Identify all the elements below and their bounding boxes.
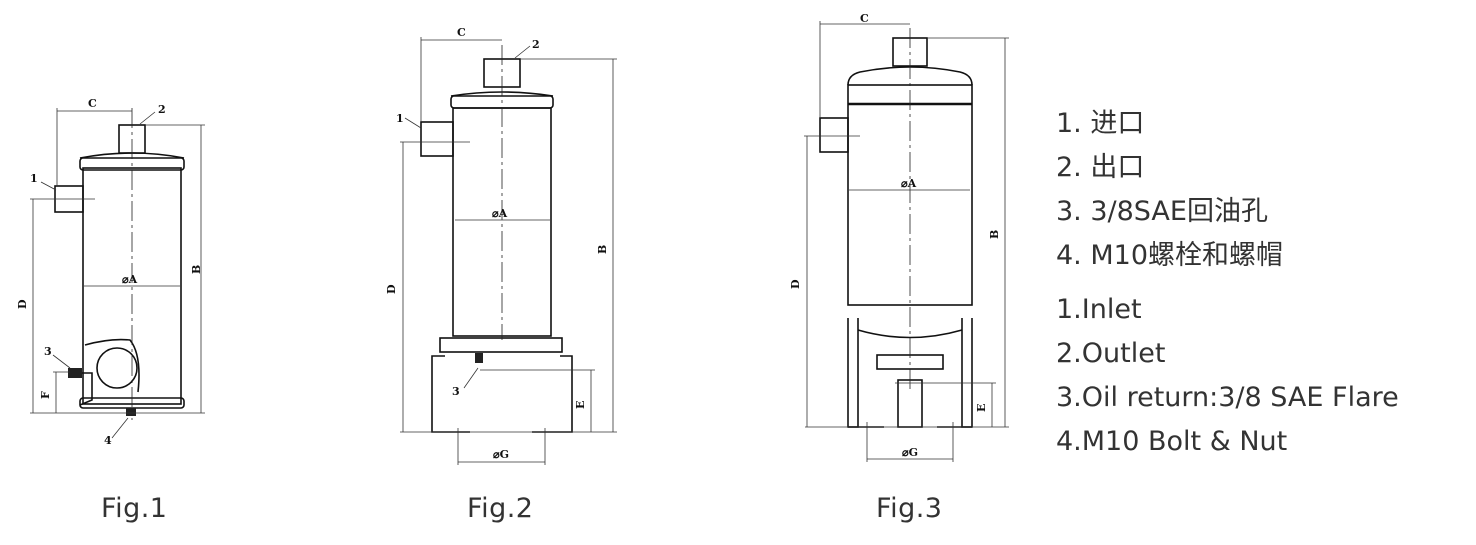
fig2-caption: Fig.2 (467, 493, 534, 524)
fig3-label-b: B (988, 230, 1001, 239)
fig3-label-e: E (975, 404, 988, 412)
fig3-inlet-pipe (819, 117, 849, 153)
fig2-flange (439, 337, 563, 353)
fig2-oil-return-port (475, 353, 483, 363)
legend-chinese: 1. 进口 2. 出口 3. 3/8SAE回油孔 4. M10螺栓和螺帽 (1056, 102, 1283, 278)
fig1-label-d: D (16, 299, 29, 309)
fig1-label-f: F (39, 391, 52, 399)
fig2-label-1: 1 (396, 112, 404, 125)
fig3-label-c: C (860, 12, 869, 25)
fig1-label-1: 1 (30, 172, 38, 185)
fig1-caption: Fig.1 (101, 493, 168, 524)
fig3-label-a: ⌀A (901, 177, 917, 190)
fig3-bottom-dome (857, 329, 963, 339)
fig3-label-g: ⌀G (902, 446, 918, 459)
fig1-label-c: C (88, 97, 97, 110)
fig2-label-2: 2 (532, 38, 540, 51)
legend-cn-item-3: 3. 3/8SAE回油孔 (1056, 196, 1268, 227)
fig1-label-a: ⌀A (122, 273, 138, 286)
legend-cn-item-1: 1. 进口 (1056, 108, 1145, 139)
fig1-bracket (84, 338, 140, 393)
fig2-label-e: E (574, 401, 587, 409)
fig2-label-3: 3 (452, 385, 460, 398)
fig2-label-b: B (596, 245, 609, 254)
fig1-label-b: B (190, 265, 203, 274)
legend-en-item-3: 3.Oil return:3/8 SAE Flare (1056, 382, 1399, 413)
fig1-label-4: 4 (104, 434, 112, 447)
fig1-bolt (126, 408, 136, 416)
legend-en-item-2: 2.Outlet (1056, 338, 1166, 369)
legend-en-item-4: 4.M10 Bolt & Nut (1056, 426, 1288, 457)
legend-en-item-1: 1.Inlet (1056, 294, 1142, 325)
legend-cn-item-2: 2. 出口 (1056, 152, 1145, 183)
fig3-caption: Fig.3 (876, 493, 943, 524)
fig2-label-d: D (385, 284, 398, 294)
fig1-oil-return-port (96, 347, 138, 389)
fig2-label-g: ⌀G (493, 448, 509, 461)
legend-english: 1.Inlet 2.Outlet 3.Oil return:3/8 SAE Fl… (1056, 288, 1399, 464)
fig3-label-d: D (789, 279, 802, 289)
fig2-label-c: C (457, 26, 466, 39)
fig1-label-2: 2 (158, 103, 166, 116)
legend-cn-item-4: 4. M10螺栓和螺帽 (1056, 240, 1283, 271)
fig2-inlet-pipe (420, 121, 454, 157)
fig1-label-3: 3 (44, 345, 52, 358)
fig1-flare-fitting (68, 368, 82, 378)
fig2-label-a: ⌀A (492, 207, 508, 220)
